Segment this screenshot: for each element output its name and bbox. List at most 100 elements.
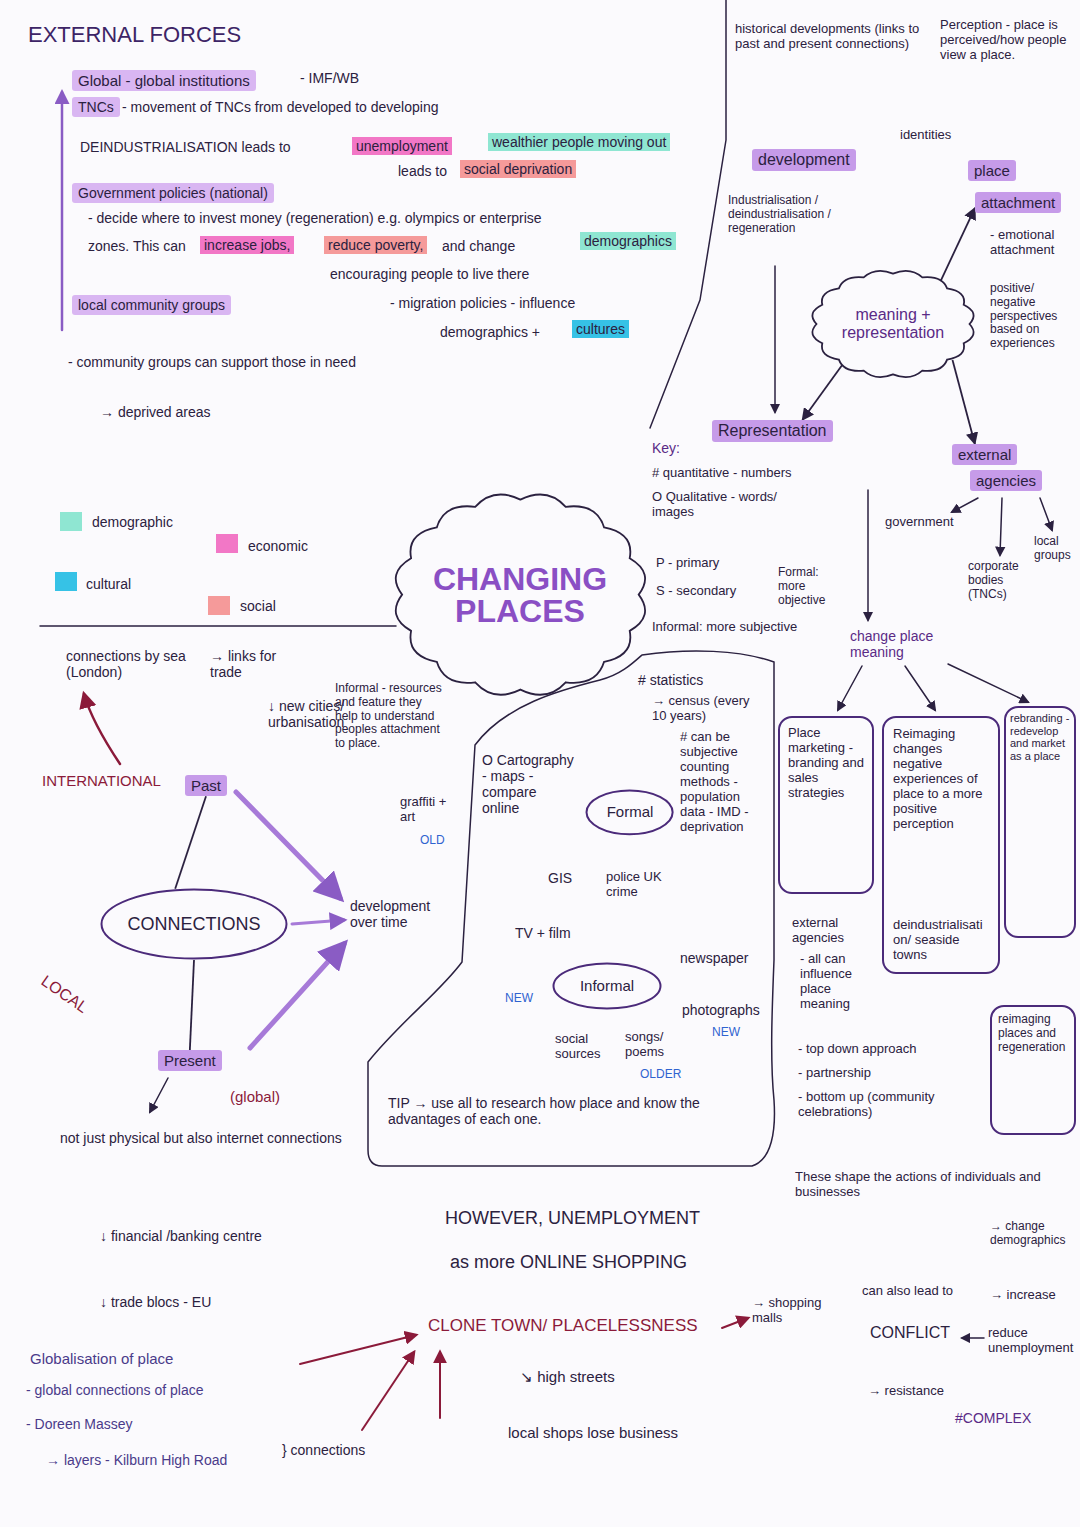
node-text: rebranding - redevelop and market as a p… bbox=[1010, 712, 1070, 763]
note-text: → links for trade bbox=[210, 648, 300, 680]
leader-arrow bbox=[84, 694, 120, 764]
note-text: (global) bbox=[230, 1088, 280, 1105]
heading-highlight: local community groups bbox=[72, 295, 231, 315]
note-text: newspaper bbox=[680, 950, 749, 966]
note-text: ↓ trade blocs - EU bbox=[100, 1294, 211, 1310]
note-text: as more ONLINE SHOPPING bbox=[450, 1252, 687, 1273]
note-text: reduce poverty, bbox=[324, 236, 427, 254]
legend-text: cultural bbox=[86, 576, 131, 592]
rounded-box: Reimaging changes negative experiences o… bbox=[882, 716, 1000, 974]
node-text: meaning + representation bbox=[831, 306, 956, 343]
node-text: Present bbox=[164, 1052, 216, 1069]
note-text: social sources bbox=[555, 1032, 617, 1062]
title-cloud: CHANGING PLACES bbox=[389, 489, 652, 700]
node-text: Informal bbox=[580, 977, 634, 994]
legend-swatch bbox=[208, 596, 230, 615]
leader-arrow bbox=[300, 1335, 416, 1364]
legend-swatch bbox=[55, 572, 77, 591]
node-text: Global - global institutions bbox=[78, 72, 250, 89]
node-text: local community groups bbox=[78, 297, 225, 313]
node-text: Formal bbox=[607, 803, 654, 820]
note-text: leads to bbox=[398, 163, 447, 179]
note-text: Informal - resources and feature they he… bbox=[335, 682, 445, 751]
heading-highlight: Government policies (national) bbox=[72, 183, 274, 203]
rounded-box: rebranding - redevelop and market as a p… bbox=[1004, 706, 1076, 938]
note-text: Globalisation of place bbox=[30, 1350, 173, 1367]
note-text: O Qualitative - words/ images bbox=[652, 490, 812, 520]
note-text: historical developments (links to past a… bbox=[735, 22, 925, 52]
note-text: NEW bbox=[712, 1026, 740, 1040]
source-ellipse: Formal bbox=[585, 789, 674, 836]
leader-arrow bbox=[439, 1352, 441, 1418]
ellipse-path bbox=[587, 790, 673, 834]
legend-swatch bbox=[60, 512, 82, 531]
note-text: unemployment bbox=[352, 137, 452, 155]
ellipse-path bbox=[102, 890, 287, 959]
note-text: - community groups can support those in … bbox=[68, 354, 398, 370]
note-text: GIS bbox=[548, 870, 572, 886]
note-text: - decide where to invest money (regenera… bbox=[88, 210, 542, 226]
note-text: CONFLICT bbox=[870, 1324, 950, 1342]
node-text: agencies bbox=[976, 472, 1036, 489]
ellipse-path bbox=[554, 964, 661, 1009]
note-text: # quantitative - numbers bbox=[652, 466, 791, 481]
leader-arrow bbox=[236, 792, 340, 898]
note-text: → increase bbox=[990, 1288, 1056, 1303]
note-text: NEW bbox=[505, 992, 533, 1006]
note-text: ↓ financial /banking centre bbox=[100, 1228, 262, 1244]
note-text: O Cartography - maps - compare online bbox=[482, 752, 577, 816]
leader-arrow bbox=[292, 920, 344, 924]
note-text: - bottom up (community celebrations) bbox=[798, 1090, 983, 1120]
node-text: development bbox=[758, 151, 850, 169]
node-text: Past bbox=[191, 777, 221, 794]
rounded-box: Place marketing - branding and sales str… bbox=[778, 716, 874, 894]
leader-arrow bbox=[948, 664, 1028, 702]
heading-highlight: Present bbox=[158, 1050, 222, 1071]
source-ellipse: Informal bbox=[552, 962, 662, 1010]
note-text: → census (every 10 years) bbox=[652, 694, 767, 724]
note-text: development over time bbox=[350, 898, 446, 930]
note-text: HOWEVER, UNEMPLOYMENT bbox=[445, 1208, 700, 1229]
note-text: - movement of TNCs from developed to dev… bbox=[122, 99, 438, 115]
note-text: # statistics bbox=[638, 672, 703, 688]
rounded-box: reimaging places and regeneration bbox=[990, 1005, 1076, 1135]
divider-line bbox=[650, 0, 726, 428]
note-text: CLONE TOWN/ PLACELESSNESS bbox=[428, 1316, 698, 1336]
note-text: Perception - place is perceived/how peop… bbox=[940, 18, 1072, 63]
note-text: local shops lose business bbox=[508, 1424, 678, 1441]
note-text: demographics bbox=[580, 232, 676, 250]
topic-ellipse: CONNECTIONS bbox=[100, 888, 288, 960]
note-text: encouraging people to live there bbox=[330, 266, 529, 282]
note-text: government bbox=[885, 515, 954, 530]
heading-highlight: agencies bbox=[970, 470, 1042, 491]
leader-arrow bbox=[1000, 498, 1002, 555]
note-text: - Doreen Massey bbox=[26, 1416, 133, 1432]
note-text: zones. This can bbox=[88, 238, 186, 254]
note-text: social deprivation bbox=[460, 160, 576, 178]
leader-arrow bbox=[952, 498, 978, 512]
note-text: → layers - Kilburn High Road bbox=[46, 1452, 227, 1468]
leader-arrow bbox=[838, 666, 862, 710]
note-text: - all can influence place meaning bbox=[800, 952, 876, 1012]
heading-highlight: TNCs bbox=[72, 97, 120, 117]
leader-arrow bbox=[905, 666, 935, 710]
connector bbox=[802, 365, 842, 420]
legend-swatch bbox=[216, 534, 238, 553]
note-text: graffiti + art bbox=[400, 795, 458, 825]
note-text: local groups bbox=[1034, 535, 1076, 563]
node-text: attachment bbox=[981, 194, 1055, 211]
heading-highlight: development bbox=[752, 149, 856, 171]
note-text: connections by sea (London) bbox=[66, 648, 194, 680]
node-text: place bbox=[974, 162, 1010, 179]
note-text: increase jobs, bbox=[200, 236, 294, 254]
node-text: TIP → use all to research how place and … bbox=[388, 1095, 763, 1127]
note-text: Informal: more subjective bbox=[652, 620, 797, 635]
note-text: corporate bodies (TNCs) bbox=[968, 560, 1030, 601]
note-text: cultures bbox=[572, 320, 629, 338]
connector bbox=[190, 960, 194, 1050]
note-text: - emotional attachment bbox=[990, 228, 1074, 258]
note-text: songs/ poems bbox=[625, 1030, 680, 1060]
note-text: external agencies bbox=[792, 916, 876, 946]
note-text: Industrialisation / deindustrialisation … bbox=[728, 194, 836, 235]
note-text: LOCAL bbox=[37, 972, 91, 1017]
